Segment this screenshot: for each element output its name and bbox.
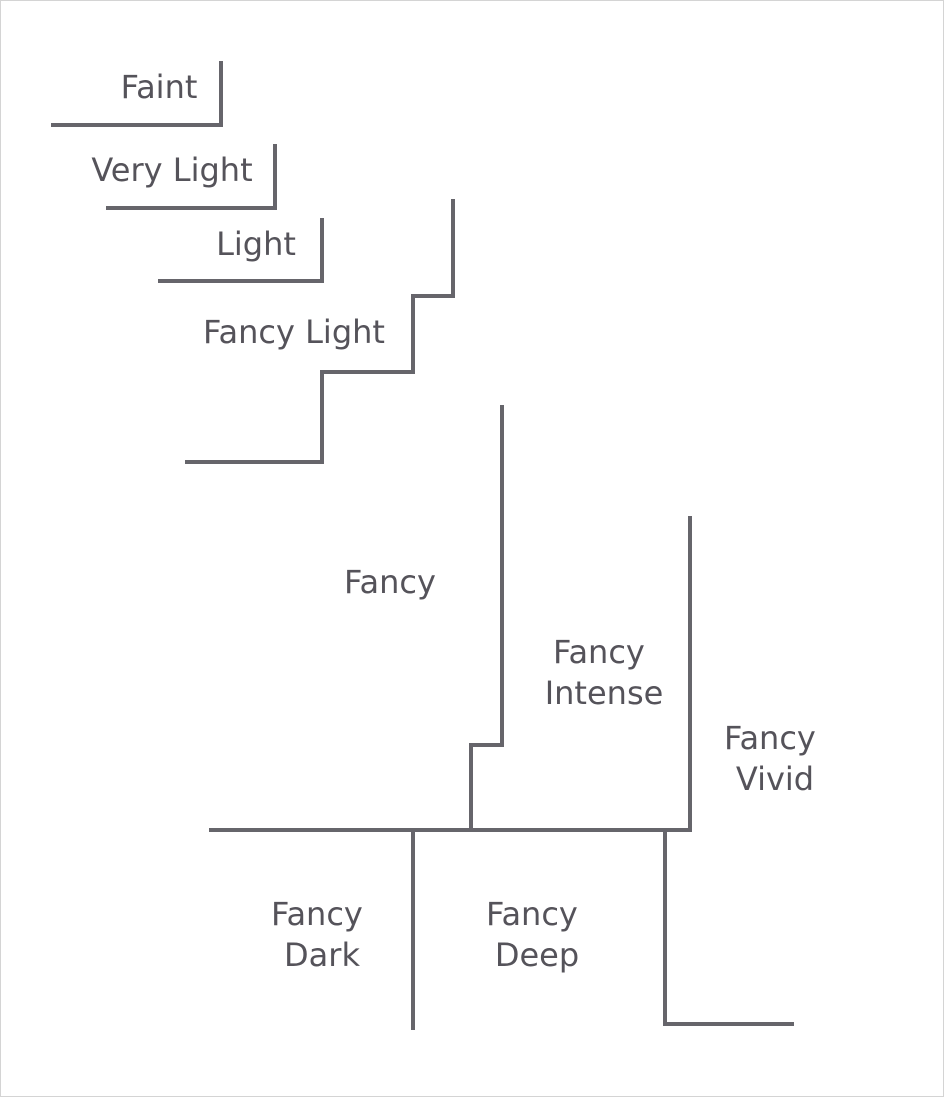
label-fancy-deep-line2: Deep [495,936,579,974]
label-fancy-vivid-line2: Vivid [736,760,814,798]
label-very-light: Very Light [91,151,252,189]
light-boundary [158,218,324,283]
label-fancy-intense-line1: Fancy [553,633,645,671]
label-fancy-deep-line1: Fancy [486,895,578,933]
label-light: Light [216,225,296,263]
label-fancy-dark-line1: Fancy [271,895,363,933]
label-fancy-intense: Fancy Intense [545,633,664,712]
label-fancy-dark-line2: Dark [284,936,360,974]
fancy-deep-vivid-boundary [663,830,794,1026]
fancy-intense-boundary [665,516,692,832]
label-fancy-vivid-line1: Fancy [724,719,816,757]
label-fancy-intense-line2: Intense [545,674,664,712]
label-fancy-vivid: Fancy Vivid [724,719,826,798]
fancy-boundary [469,405,504,830]
label-fancy-light: Fancy Light [203,313,385,351]
very-light-boundary [106,144,277,210]
label-fancy-dark: Fancy Dark [271,895,373,974]
label-fancy-deep: Fancy Deep [486,895,588,974]
faint-boundary [51,61,223,127]
label-faint: Faint [121,68,198,106]
label-fancy: Fancy [344,563,436,601]
fancy-light-boundary [185,199,455,464]
